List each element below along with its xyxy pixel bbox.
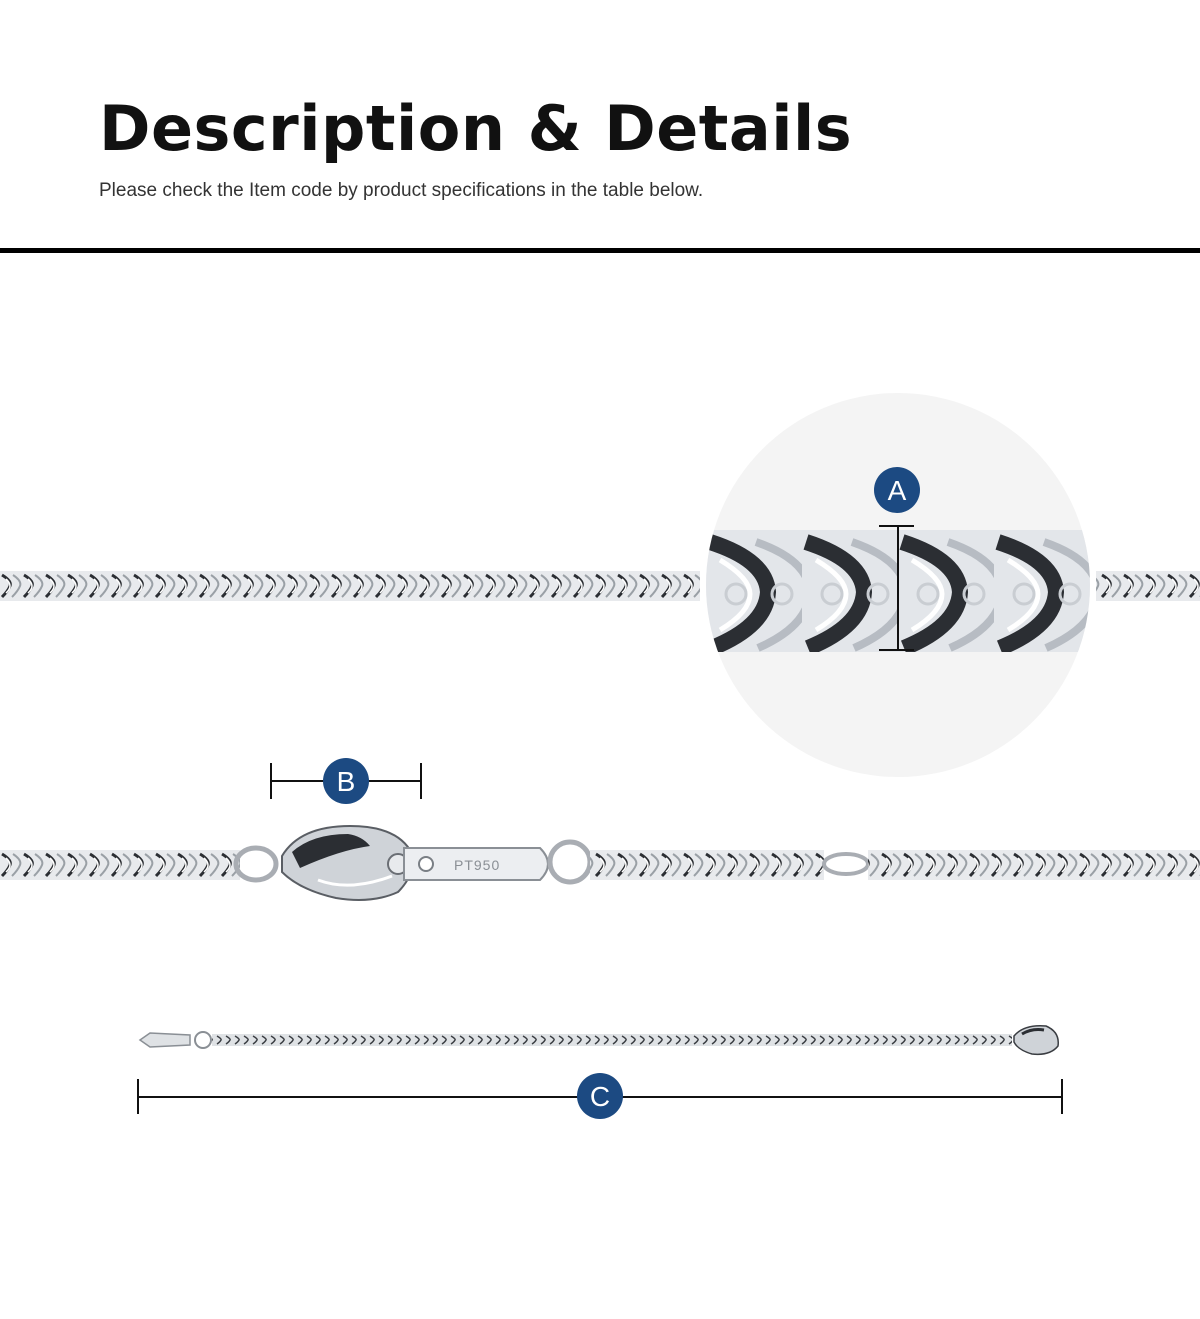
stamp-tag: PT950 xyxy=(403,847,549,881)
badge-c-label: C xyxy=(590,1081,610,1112)
measure-b: B xyxy=(270,758,422,804)
chain-strand-top-right xyxy=(1096,571,1200,601)
measure-c: C xyxy=(137,1073,1063,1119)
stamp-text: PT950 xyxy=(454,857,500,873)
page-subtitle: Please check the Item code by product sp… xyxy=(99,180,704,201)
measure-a: A xyxy=(874,467,920,651)
badge-a-label: A xyxy=(888,475,907,506)
chain-strand-top-left xyxy=(0,571,700,601)
badge-a xyxy=(874,467,920,513)
lobster-clasp xyxy=(281,824,414,901)
page-title: Description & Details xyxy=(99,92,853,165)
clasp-chain: PT950 xyxy=(0,824,1200,901)
badge-c xyxy=(577,1073,623,1119)
header-divider xyxy=(0,248,1200,253)
badge-b xyxy=(323,758,369,804)
badge-b-label: B xyxy=(337,766,356,797)
full-necklace xyxy=(138,1024,1059,1056)
